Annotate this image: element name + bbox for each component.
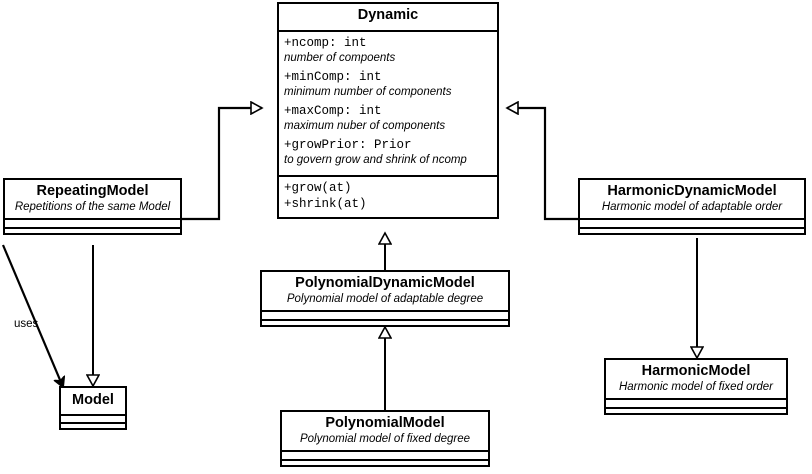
attribute-signature-mincomp: +minComp: int [284, 70, 382, 84]
class-header-harmonicmodel: HarmonicModel Harmonic model of fixed or… [606, 360, 786, 398]
divider-polynomialdynamicmodel-2 [262, 319, 508, 321]
class-box-model[interactable]: Model [59, 386, 127, 430]
class-methods-harmonicdynamicmodel [580, 229, 804, 236]
divider-model-2 [61, 422, 125, 424]
divider-polynomialmodel-2 [282, 459, 488, 461]
class-description-harmonicmodel: Harmonic model of fixed order [618, 381, 774, 393]
divider-polynomialdynamicmodel-1 [262, 310, 508, 312]
class-attributes-polynomialmodel [282, 452, 488, 459]
class-header-polynomialmodel: PolynomialModel Polynomial model of fixe… [282, 412, 488, 450]
class-methods-polynomialdynamicmodel [262, 321, 508, 328]
class-box-dynamic[interactable]: Dynamic +ncomp: int number of compoents … [277, 2, 499, 219]
class-header-harmonicdynamicmodel: HarmonicDynamicModel Harmonic model of a… [580, 180, 804, 218]
edge-repeatingmodel-uses-model [1, 244, 63, 387]
class-box-polynomialdynamicmodel[interactable]: PolynomialDynamicModel Polynomial model … [260, 270, 510, 327]
attribute-description-mincomp: minimum number of components [284, 86, 452, 98]
divider-harmonicmodel-2 [606, 407, 786, 409]
method-signature-shrink: +shrink(at) [284, 197, 367, 211]
attribute-description-growprior: to govern grow and shrink of ncomp [284, 154, 467, 166]
class-attributes-dynamic: +ncomp: int number of compoents +minComp… [279, 32, 497, 175]
divider-harmonicmodel-1 [606, 398, 786, 400]
class-box-repeatingmodel[interactable]: RepeatingModel Repetitions of the same M… [3, 178, 182, 235]
attribute-signature-maxcomp: +maxComp: int [284, 104, 382, 118]
class-box-harmonicdynamicmodel[interactable]: HarmonicDynamicModel Harmonic model of a… [578, 178, 806, 235]
class-header-model: Model [61, 388, 125, 414]
class-header-repeatingmodel: RepeatingModel Repetitions of the same M… [5, 180, 180, 218]
edge-harmonicdynamicmodel-to-dynamic [507, 108, 578, 221]
class-description-repeatingmodel: Repetitions of the same Model [14, 201, 171, 213]
class-methods-polynomialmodel [282, 461, 488, 468]
edge-label-uses: uses [14, 318, 39, 330]
edge-repeatingmodel-to-dynamic [182, 108, 262, 221]
class-description-harmonicdynamicmodel: Harmonic model of adaptable order [601, 201, 783, 213]
class-title-model: Model [72, 392, 114, 408]
class-header-dynamic: Dynamic [279, 4, 497, 30]
class-description-polynomialdynamicmodel: Polynomial model of adaptable degree [286, 293, 484, 305]
class-box-polynomialmodel[interactable]: PolynomialModel Polynomial model of fixe… [280, 410, 490, 467]
divider-repeatingmodel-2 [5, 227, 180, 229]
divider-dynamic-methods [279, 175, 497, 177]
divider-harmonicdynamicmodel-2 [580, 227, 804, 229]
class-methods-harmonicmodel [606, 409, 786, 416]
class-title-repeatingmodel: RepeatingModel [36, 183, 149, 199]
class-box-harmonicmodel[interactable]: HarmonicModel Harmonic model of fixed or… [604, 358, 788, 415]
class-attributes-polynomialdynamicmodel [262, 312, 508, 319]
class-title-harmonicmodel: HarmonicModel [641, 363, 751, 379]
class-title-dynamic: Dynamic [357, 7, 419, 23]
divider-repeatingmodel-1 [5, 218, 180, 220]
method-signature-grow: +grow(at) [284, 181, 352, 195]
class-attributes-harmonicmodel [606, 400, 786, 407]
class-title-polynomialmodel: PolynomialModel [325, 415, 445, 431]
class-methods-repeatingmodel [5, 229, 180, 236]
class-title-polynomialdynamicmodel: PolynomialDynamicModel [295, 275, 475, 291]
attribute-description-maxcomp: maximum nuber of components [284, 120, 446, 132]
class-methods-dynamic: +grow(at) +shrink(at) [279, 177, 497, 215]
attribute-signature-growprior: +growPrior: Prior [284, 138, 412, 152]
divider-harmonicdynamicmodel-1 [580, 218, 804, 220]
class-description-polynomialmodel: Polynomial model of fixed degree [299, 433, 471, 445]
divider-model-1 [61, 414, 125, 416]
divider-dynamic-attributes [279, 30, 497, 32]
class-attributes-repeatingmodel [5, 220, 180, 227]
class-attributes-harmonicdynamicmodel [580, 220, 804, 227]
class-methods-model [61, 424, 125, 430]
attribute-signature-ncomp: +ncomp: int [284, 36, 367, 50]
attribute-description-ncomp: number of compoents [284, 52, 396, 64]
divider-polynomialmodel-1 [282, 450, 488, 452]
class-header-polynomialdynamicmodel: PolynomialDynamicModel Polynomial model … [262, 272, 508, 310]
class-title-harmonicdynamicmodel: HarmonicDynamicModel [607, 183, 777, 199]
